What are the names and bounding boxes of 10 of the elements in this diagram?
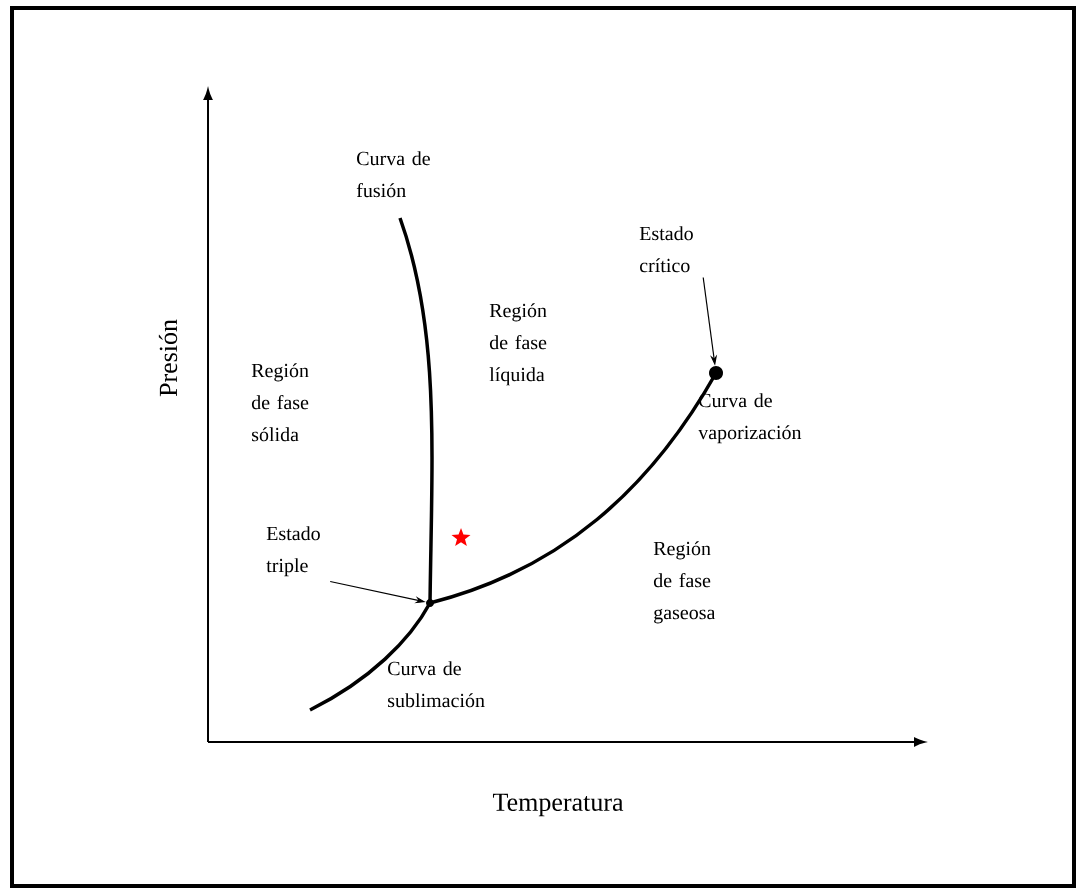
axis-title: Presión: [158, 319, 178, 397]
point-marker: [426, 599, 434, 607]
region-label: Región de fase líquida: [489, 303, 547, 386]
axis-title: Temperatura: [493, 793, 624, 817]
region-label: Región de fase gaseosa: [653, 541, 716, 624]
region-label: Región de fase sólida: [251, 363, 309, 442]
callout-text: Estado triple: [266, 526, 320, 577]
region-label: Curva de sublimación: [388, 661, 485, 708]
callout-text: Estado crítico: [639, 226, 693, 273]
region-label: Curva de fusión: [356, 151, 430, 198]
